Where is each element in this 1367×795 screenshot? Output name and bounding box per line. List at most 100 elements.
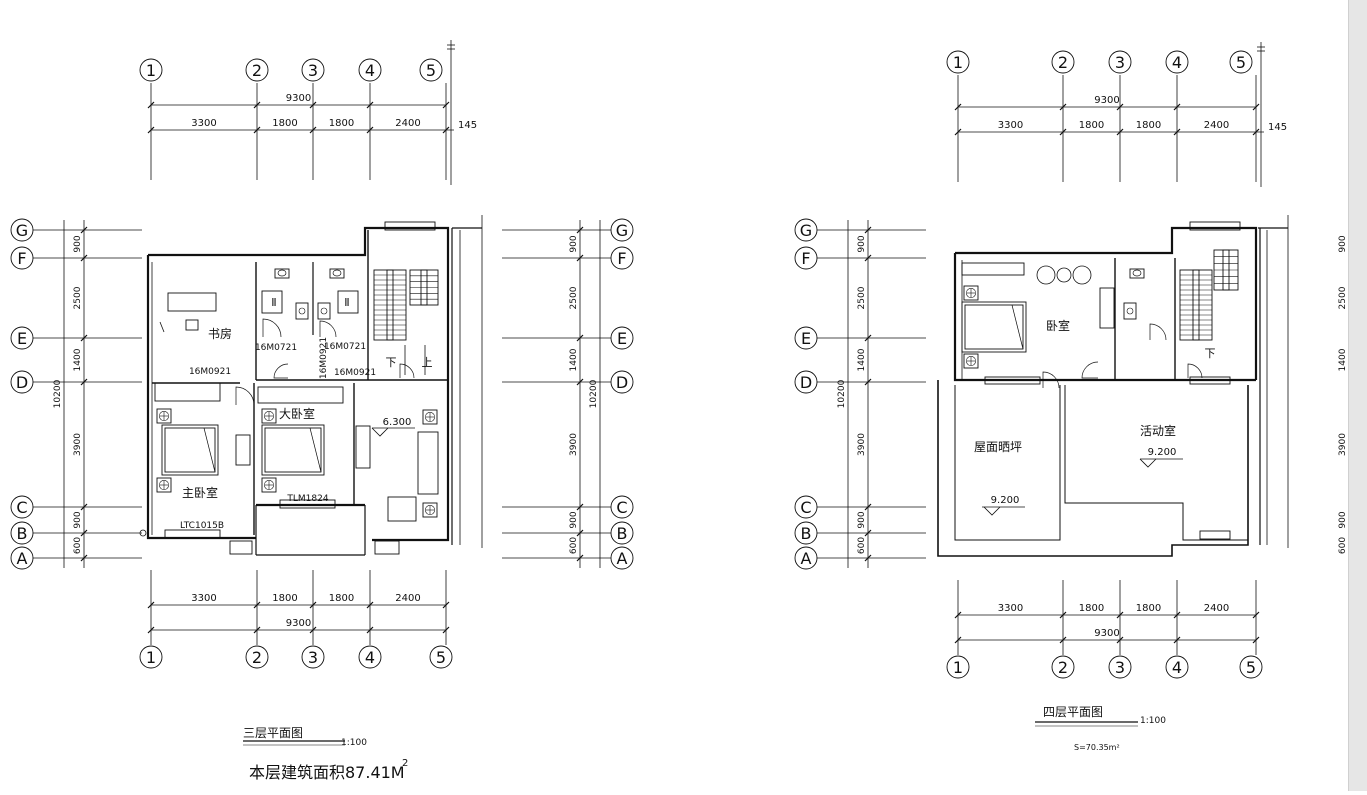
staircase: [409, 269, 439, 306]
dim-tick: [954, 103, 962, 111]
axis-bubble: B: [794, 521, 818, 545]
dim-span-top: 3300: [191, 118, 216, 129]
window-top: [384, 221, 436, 231]
door-arc: [273, 363, 289, 379]
dim-tick: [864, 334, 872, 342]
activity-wall: [1064, 385, 1248, 541]
outlet-circle: [966, 356, 976, 366]
vertical-scrollbar[interactable]: [1348, 0, 1367, 791]
sink-basin: [1123, 302, 1137, 320]
round-table: [1036, 265, 1056, 285]
axis-label: C: [616, 498, 627, 517]
dim-tick: [864, 554, 872, 562]
axis-bubble: 1: [946, 655, 970, 679]
axis-circle: [245, 58, 269, 82]
door-label: 16M0921: [334, 368, 376, 378]
row-dim-label: 900: [857, 235, 867, 252]
toilet-tank: [329, 268, 345, 279]
axis-bubble: 1: [139, 645, 163, 669]
row-dim-total-label: 10200: [53, 379, 63, 408]
dim-tick: [864, 529, 872, 537]
axis-bubble: B: [610, 521, 634, 545]
axis-label: E: [617, 329, 627, 348]
plan-title: 三层平面图: [243, 726, 303, 740]
dim-span-bottom: 3300: [191, 593, 216, 604]
row-dim-label: 900: [857, 511, 867, 528]
door-swing: [262, 318, 282, 338]
bath-mark: Ⅱ: [344, 296, 349, 309]
axis-label: D: [800, 373, 812, 392]
row-dim-total-label: 10200: [589, 379, 599, 408]
axis-label: 4: [365, 648, 375, 667]
axis-circle: [1108, 655, 1132, 679]
sink-basin: [317, 302, 331, 320]
plan-scale: 1:100: [1140, 716, 1166, 726]
axis-bubble: C: [794, 495, 818, 519]
window-label: TLM1824: [286, 494, 328, 504]
stair-rail: [420, 269, 428, 306]
outlet-icon: [156, 477, 172, 493]
dim-tick: [1252, 636, 1260, 644]
sink-icon: [295, 302, 309, 320]
axis-circle: [946, 655, 970, 679]
outlet-icon: [963, 285, 979, 301]
row-dim-label: 2500: [73, 286, 83, 309]
axis-label: 5: [426, 61, 436, 80]
side-desk: [235, 434, 251, 466]
row-dim-label: 3900: [857, 433, 867, 456]
dim-span-bottom: 2400: [395, 593, 420, 604]
bed-frame: [261, 424, 325, 476]
row-dim-label-right: 900: [1338, 511, 1348, 528]
staircase: [373, 269, 407, 341]
row-dim-label: 3900: [73, 433, 83, 456]
axis-bubble: 4: [358, 645, 382, 669]
row-dim-label: 600: [73, 537, 83, 554]
axis-bubble: 4: [1165, 50, 1189, 74]
dim-tick: [366, 101, 374, 109]
upper-walls: [953, 226, 1258, 382]
outlet-circle: [425, 412, 435, 422]
round-table-2: [1072, 265, 1092, 285]
axis-label: F: [801, 249, 810, 268]
axis-bubble: 5: [1239, 655, 1263, 679]
dim-extra: 145: [1268, 122, 1287, 133]
dim-tick: [80, 334, 88, 342]
level-label: 9.200: [1148, 447, 1177, 458]
stair-down: 下: [1205, 347, 1216, 360]
outlet-icon: [963, 353, 979, 369]
door-swing: [319, 320, 337, 338]
wardrobe-master: [154, 382, 221, 402]
axis-label: 4: [1172, 658, 1182, 677]
dim-span-bottom: 1800: [272, 593, 297, 604]
toilet-icon: [329, 268, 345, 279]
axis-bubble: 4: [1165, 655, 1189, 679]
dim-tick: [253, 626, 261, 634]
dim-span-top: 3300: [998, 120, 1023, 131]
level-label: 6.300: [383, 417, 412, 428]
bed-desk: [1099, 287, 1115, 329]
row-dim-label-right: 2500: [1338, 286, 1348, 309]
bed-mattress: [964, 304, 1024, 350]
toilet-icon: [1129, 268, 1145, 279]
axis-bubble: 2: [1051, 50, 1075, 74]
outlet-icon: [261, 477, 277, 493]
dim-span-top: 1800: [1136, 120, 1161, 131]
stair-down: 下: [386, 356, 397, 369]
door-swing: [1187, 363, 1203, 379]
dim-tick: [1116, 611, 1124, 619]
dim-tick: [864, 378, 872, 386]
dim-span-bottom: 3300: [998, 603, 1023, 614]
dim-extra: 145: [458, 120, 477, 131]
dim-tick: [1173, 636, 1181, 644]
row-dim-label: 600: [569, 537, 579, 554]
outlet-circle: [425, 505, 435, 515]
outlet-box: [963, 285, 979, 301]
outlet-circle: [264, 480, 274, 490]
axis-label: B: [617, 524, 628, 543]
window-stair: [1189, 376, 1231, 385]
axis-label: 5: [436, 648, 446, 667]
stair-rail: [1192, 269, 1200, 341]
door-swing: [1081, 361, 1099, 379]
outlet-circle: [159, 480, 169, 490]
